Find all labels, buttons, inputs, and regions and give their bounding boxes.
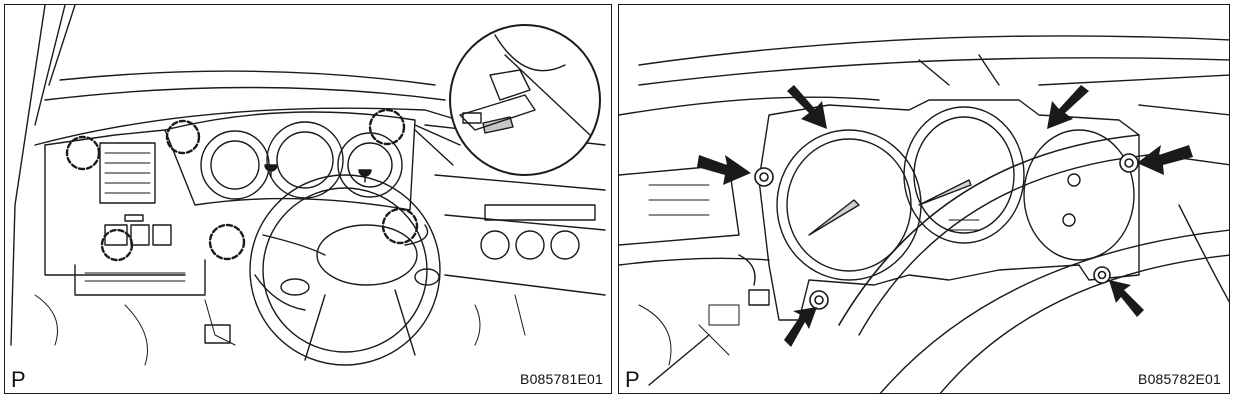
clip-markers [65,108,419,262]
clip-marker [165,119,201,155]
arrow-icon [1109,280,1144,317]
corner-mark: P [11,367,26,392]
corner-mark: P [625,367,640,392]
detail-callout [414,24,601,176]
clip-marker [381,207,419,245]
arrow-icon [784,307,817,347]
windshield-edge [638,35,1229,66]
screw-pointer-arrows [697,85,1193,347]
steering-hub [316,224,418,286]
screws [754,153,1139,310]
gauge-right [337,132,403,198]
meter-line-drawing [619,35,1229,393]
tachometer [903,106,1025,244]
clip-marker [368,108,406,146]
gauge-center [266,121,344,199]
arrow-icon [1047,85,1089,129]
figure-code: B085781E01 [520,371,603,387]
steering-wheel-rim [249,174,441,366]
left-air-vent [99,142,156,204]
arrow-icon [787,85,827,129]
arrow-icon [697,155,751,185]
combination-meter-housing [758,99,1140,321]
figure-panel-screws: P B085782E01 [618,4,1230,394]
arrow-icon [1137,145,1193,175]
dash-top [34,107,476,146]
windshield-edge [59,70,436,86]
steering-wheel-rim [838,134,1140,326]
clip-marker [100,228,134,262]
a-pillar [10,5,46,346]
clip-marker [65,135,101,171]
figure-panel-clips: P B085781E01 [4,4,612,394]
cluster-hood [164,111,416,211]
fuel-temp-gauge [1023,129,1135,261]
figure-code: B085782E01 [1138,371,1221,387]
dashboard-line-drawing [10,5,606,366]
clip-marker [208,223,246,261]
